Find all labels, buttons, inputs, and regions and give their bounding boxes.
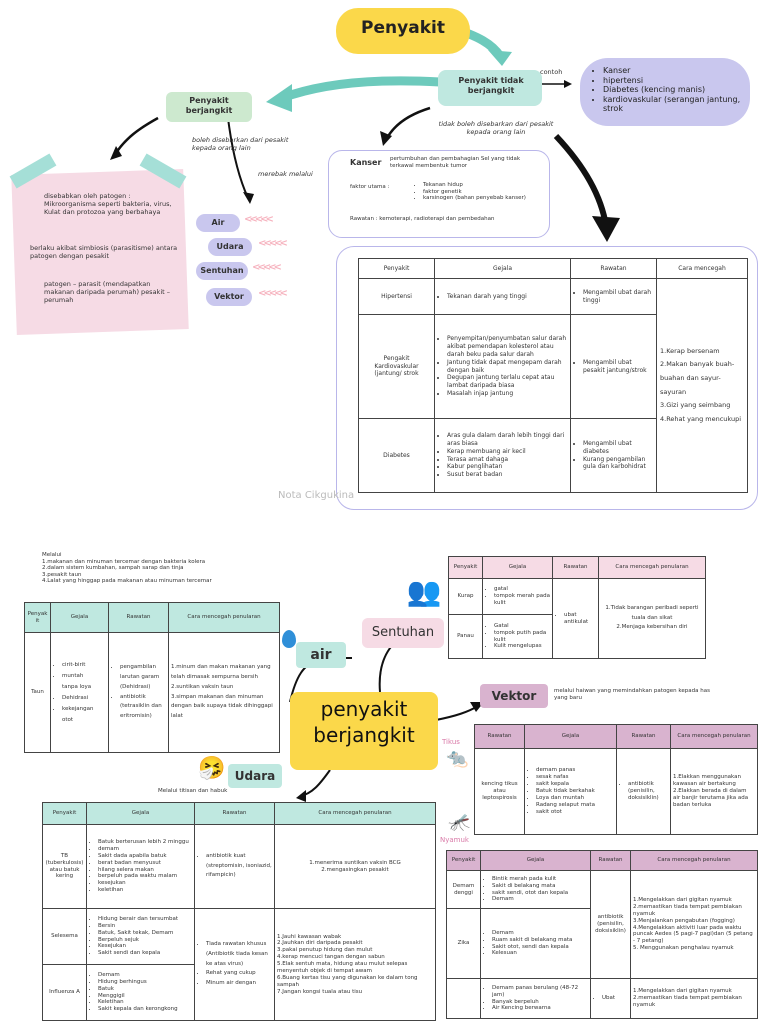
cell-name: Diabetes [358, 418, 435, 493]
merebak-label: merebak melalui [258, 170, 313, 178]
udara-label: Udara [228, 764, 282, 788]
non-comm-title: Penyakit tidak berjangkit [458, 76, 524, 95]
vektor-label: Vektor [480, 684, 548, 708]
cell-rawatan: Mengambil ubat darah tinggi [570, 278, 657, 315]
air-notes: Melalui 1.makanan dan minuman tercemar d… [42, 552, 212, 585]
page-title: Penyakit [361, 18, 445, 38]
comm-caption: boleh disebarkan dari pesakit kepada ora… [192, 136, 289, 153]
cell-gejala: Penyempitan/penyumbatan salur darah akib… [434, 314, 571, 419]
mode-udara: Udara [208, 238, 252, 256]
udara-table: Penyakit Gejala Rawatan Cara mencegah pe… [42, 802, 436, 1021]
examples-blob [580, 58, 750, 126]
cell-gejala: Tekanan darah yang tinggi [434, 278, 571, 315]
center-title: penyakit berjangkit [313, 697, 415, 747]
tikus-table: Rawatan Gejala Rawatan Cara mencegah pen… [474, 724, 758, 835]
th-rawatan: Rawatan [570, 258, 657, 279]
rawatan-line: Rawatan : kemoterapi, radioterapi dan pe… [350, 216, 495, 222]
air-table: Penyak it Gejala Rawatan Cara mencegah p… [24, 602, 280, 753]
th-mencegah: Cara mencegah [656, 258, 748, 279]
faktor-list: Tekanan hidup faktor genetik karsinogen … [414, 182, 544, 202]
cell-name: Pengakit Kardiovaskular (jantung/ strok [358, 314, 435, 419]
sneeze-icon: 🤧 [198, 756, 226, 781]
tikus-label: Tikus [442, 738, 460, 746]
chevrons-sentuhan: <<<<< [252, 262, 282, 273]
cell-name: Hipertensi [358, 278, 435, 315]
cell-rawatan: Mengambil ubat pesakit jantung/strok [570, 314, 657, 419]
nyamuk-table: Penyakit Gejala Rawatan Cara mencegah pe… [446, 850, 758, 1019]
example-item: Kanser [603, 66, 744, 76]
kanser-definition: pertumbuhan dan pembahagian Sel yang tid… [390, 156, 521, 169]
udara-description: Melalui titisan dan habuk [158, 788, 228, 794]
cell-gejala: Aras gula dalam darah lebih tinggi dari … [434, 418, 571, 493]
mosquito-icon: 🦟 [448, 812, 471, 833]
chevrons-air: <<<<< [244, 214, 274, 225]
sentuhan-label: Sentuhan [362, 618, 444, 648]
note-line-1: disebabkan oleh patogen : Mikroorganisma… [44, 192, 172, 217]
chevrons-vektor: <<<<< [258, 288, 288, 299]
nyamuk-label: Nyamuk [440, 836, 469, 844]
comm-title: Penyakit berjangkit [185, 96, 233, 115]
example-item: Diabetes (kencing manis) [603, 85, 744, 95]
people-icon: 👥 [406, 575, 442, 608]
faktor-item: faktor genetik [423, 189, 544, 196]
mode-sentuhan: Sentuhan [196, 262, 248, 280]
kanser-label: Kanser [350, 158, 382, 167]
rat-icon: 🐀 [446, 748, 469, 769]
note-line-3: patogen – parasit (mendapatkan makanan d… [44, 280, 170, 305]
contoh-label: contoh [540, 68, 563, 76]
air-label: air [296, 642, 346, 668]
mode-vektor: Vektor [206, 288, 252, 306]
sentuhan-table: Penyakit Gejala Rawatan Cara mencegah pe… [448, 556, 706, 659]
table-frame [336, 246, 758, 510]
chevrons-udara: <<<<< [258, 238, 288, 249]
watermark: Nota Cikgukina [278, 490, 355, 501]
non-comm-table: Penyakit Gejala Rawatan Cara mencegah Hi… [358, 258, 748, 493]
title-blob [336, 8, 470, 54]
center-title-blob [290, 692, 438, 770]
vektor-description: melalui haiwan yang memindahkan patogen … [554, 688, 710, 701]
th-penyakit: Penyakit [358, 258, 435, 279]
faktor-item: karsinogen (bahan penyebab kanser) [423, 195, 544, 202]
comm-blob [166, 92, 252, 122]
cell-rawatan: Mengambil ubat diabetes Kurang pengambil… [570, 418, 657, 493]
non-comm-blob [438, 70, 542, 106]
note-line-2: berlaku akibat simbiosis (parasitisme) a… [30, 244, 178, 261]
non-comm-caption: tidak boleh disebarkan dari pesakit kepa… [438, 120, 554, 137]
faktor-item: Tekanan hidup [423, 182, 544, 189]
kanser-box [328, 150, 550, 238]
cell-mencegah: 1.Kerap bersenam 2.Makan banyak buah-bua… [656, 278, 748, 493]
water-drop-icon [282, 630, 296, 648]
th-gejala: Gejala [434, 258, 571, 279]
example-item: kardiovaskular (serangan jantung, strok [603, 95, 744, 114]
example-item: hipertensi [603, 76, 744, 86]
examples-list: Kanser hipertensi Diabetes (kencing mani… [594, 66, 744, 114]
mode-air: Air [196, 214, 240, 232]
faktor-label: faktor utama : [350, 184, 390, 190]
